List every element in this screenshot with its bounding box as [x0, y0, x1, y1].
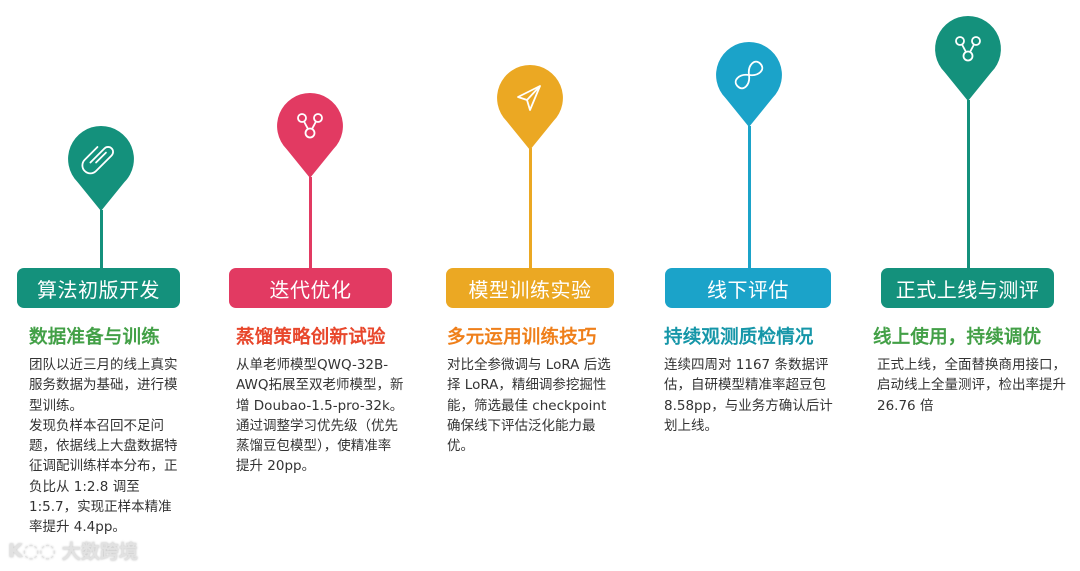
- pin-shape: [716, 42, 782, 127]
- stage-1-subtitle: 数据准备与训练: [29, 327, 160, 348]
- stage-2-subtitle: 蒸馏策略创新试验: [236, 327, 386, 348]
- stage-5-stem: [967, 100, 970, 268]
- paper-plane-icon: [517, 85, 541, 111]
- stage-3-stem: [529, 148, 532, 268]
- infinity-icon: [734, 60, 764, 90]
- stage-1-stem: [100, 210, 103, 268]
- stage-1-pin: [67, 125, 135, 215]
- stage-2-desc-paragraph-2: 通过调整学习优先级（优先蒸馏豆包模型），使精准率提升 20pp。: [236, 417, 398, 475]
- stage-4-label: 线下评估: [665, 268, 831, 308]
- stage-2-stem: [309, 177, 312, 268]
- stage-5-label: 正式上线与测评: [881, 268, 1054, 308]
- stage-1-label: 算法初版开发: [17, 268, 180, 308]
- stage-5-description: 正式上线，全面替换商用接口，启动线上全量测评，检出率提升26.76 倍: [877, 355, 1067, 416]
- watermark-text: 大数跨境: [61, 541, 138, 563]
- stage-3-pin: [496, 64, 564, 154]
- stage-2-description: 从单老师模型QWQ-32B-AWQ拓展至双老师模型，新增 Doubao-1.5-…: [236, 355, 404, 477]
- stage-2-desc-paragraph-1: 从单老师模型QWQ-32B-AWQ拓展至双老师模型，新增 Doubao-1.5-…: [236, 357, 404, 414]
- stage-1-desc-paragraph-1: 团队以近三月的线上真实服务数据为基础，进行模型训练。: [29, 357, 178, 414]
- stage-4-subtitle: 持续观测质检情况: [664, 327, 814, 348]
- stage-5-desc-paragraph-1: 正式上线，全面替换商用接口，启动线上全量测评，检出率提升26.76 倍: [877, 357, 1066, 414]
- stage-2-pin: [276, 92, 344, 182]
- stage-4-pin: [715, 41, 783, 131]
- stage-5-pin: [934, 15, 1002, 105]
- pin-shape: [935, 16, 1001, 101]
- pin-shape: [68, 126, 134, 211]
- stage-4-desc-paragraph-1: 连续四周对 1167 条数据评估，自研模型精准率超豆包 8.58pp，与业务方确…: [664, 357, 833, 434]
- share-nodes-icon: [955, 36, 981, 62]
- share-nodes-icon: [297, 113, 323, 139]
- watermark: K◌◌ 大数跨境: [8, 537, 138, 564]
- stage-3-desc-paragraph-1: 对比全参微调与 LoRA 后选择 LoRA，精细调参挖掘性能，筛选最佳 chec…: [447, 357, 611, 455]
- stage-1-description: 团队以近三月的线上真实服务数据为基础，进行模型训练。 发现负样本召回不足问题，依…: [29, 355, 184, 538]
- stage-5-subtitle: 线上使用，持续调优: [873, 327, 1042, 348]
- stage-3-description: 对比全参微调与 LoRA 后选择 LoRA，精细调参挖掘性能，筛选最佳 chec…: [447, 355, 619, 456]
- stage-3-label: 模型训练实验: [446, 268, 614, 308]
- pin-shape: [277, 93, 343, 178]
- paperclip-icon: [81, 146, 114, 175]
- stage-2-label: 迭代优化: [229, 268, 392, 308]
- watermark-logo: K◌◌: [8, 539, 56, 562]
- stage-1-desc-paragraph-2: 发现负样本召回不足问题，依据线上大盘数据特征调配训练样本分布，正负比从 1:2.…: [29, 417, 178, 536]
- stage-4-description: 连续四周对 1167 条数据评估，自研模型精准率超豆包 8.58pp，与业务方确…: [664, 355, 836, 436]
- pin-shape: [497, 65, 563, 150]
- stage-3-subtitle: 多元运用训练技巧: [447, 327, 597, 348]
- stage-4-stem: [748, 126, 751, 268]
